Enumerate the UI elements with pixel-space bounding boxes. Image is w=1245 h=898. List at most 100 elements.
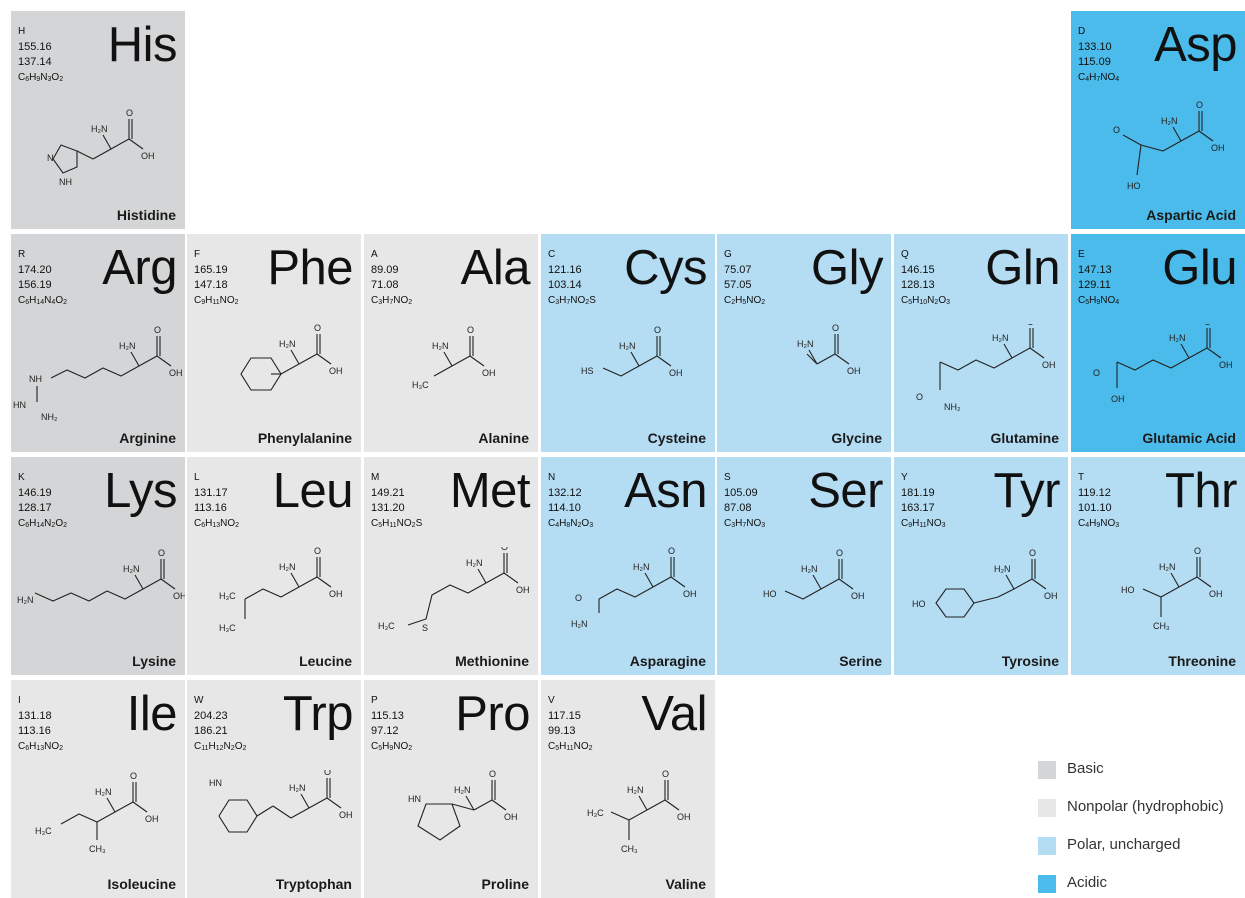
residue-weight: 57.05 <box>724 279 752 291</box>
legend-label: Acidic <box>1067 874 1108 891</box>
molecular-formula: C6H13NO2 <box>18 741 64 752</box>
svg-text:O: O <box>1027 324 1034 327</box>
svg-text:OH: OH <box>339 810 353 820</box>
legend-item-nonpolar: Nonpolar (hydrophobic) <box>1038 796 1245 817</box>
three-letter-abbreviation: Ile <box>126 687 178 741</box>
svg-text:O: O <box>489 770 496 779</box>
svg-text:H₂N: H₂N <box>432 341 449 351</box>
svg-text:O: O <box>314 547 321 556</box>
amino-acid-name: Serine <box>839 653 882 669</box>
svg-text:O: O <box>154 325 161 335</box>
one-letter-code: W <box>194 695 204 706</box>
svg-text:OH: OH <box>677 812 691 822</box>
one-letter-code: T <box>1078 472 1085 483</box>
three-letter-abbreviation: Arg <box>102 241 177 295</box>
svg-text:CH₃: CH₃ <box>1153 621 1170 631</box>
molecular-formula: C3H7NO3 <box>724 518 766 529</box>
svg-text:NH: NH <box>29 374 42 384</box>
molecular-weight: 146.19 <box>18 487 52 499</box>
svg-text:H₂N: H₂N <box>279 562 296 572</box>
amino-acid-name: Threonine <box>1168 653 1236 669</box>
svg-text:H₂N: H₂N <box>466 558 483 568</box>
molecular-weight: 165.19 <box>194 264 228 276</box>
svg-text:OH: OH <box>1042 360 1056 370</box>
svg-text:H₂N: H₂N <box>119 341 136 351</box>
legend-label: Polar, uncharged <box>1067 836 1181 853</box>
svg-text:O: O <box>324 770 331 777</box>
svg-text:H₃C: H₃C <box>587 808 604 818</box>
svg-text:O: O <box>575 593 582 603</box>
one-letter-code: H <box>18 26 26 37</box>
svg-text:OH: OH <box>1111 394 1125 404</box>
svg-text:CH₃: CH₃ <box>89 844 106 854</box>
svg-text:NH₂: NH₂ <box>944 402 961 412</box>
svg-text:H₂N: H₂N <box>91 124 108 134</box>
legend-swatch-nonpolar <box>1038 799 1056 817</box>
svg-text:NH: NH <box>59 177 72 187</box>
legend-swatch-polar <box>1038 837 1056 855</box>
structure-diagram: OOHH₂NONH₂ <box>894 317 1068 428</box>
legend-item-basic: Basic <box>1038 758 1245 779</box>
svg-text:O: O <box>832 324 839 333</box>
svg-text:H₂N: H₂N <box>797 339 814 349</box>
svg-text:H₂N: H₂N <box>17 595 34 605</box>
three-letter-abbreviation: Tyr <box>993 464 1060 518</box>
legend-swatch-acidic <box>1038 875 1056 893</box>
three-letter-abbreviation: Glu <box>1162 241 1237 295</box>
svg-text:OH: OH <box>141 151 155 161</box>
one-letter-code: K <box>18 472 25 483</box>
molecular-formula: C3H7NO2S <box>548 295 596 306</box>
three-letter-abbreviation: Gln <box>985 241 1060 295</box>
svg-text:OH: OH <box>504 812 518 822</box>
one-letter-code: M <box>371 472 380 483</box>
svg-text:H₂N: H₂N <box>994 564 1011 574</box>
molecular-weight: 119.12 <box>1078 487 1111 499</box>
one-letter-code: I <box>18 695 21 706</box>
amino-acid-name: Tyrosine <box>1001 653 1059 669</box>
svg-text:H₂N: H₂N <box>454 785 471 795</box>
svg-text:H₂N: H₂N <box>123 564 140 574</box>
svg-text:OH: OH <box>1044 591 1058 601</box>
residue-weight: 113.16 <box>194 502 227 514</box>
three-letter-abbreviation: Thr <box>1165 464 1238 518</box>
residue-weight: 101.10 <box>1078 502 1112 514</box>
amino-acid-name: Proline <box>481 876 529 892</box>
svg-text:HN: HN <box>408 794 421 804</box>
svg-text:OH: OH <box>169 368 183 378</box>
amino-acid-name: Asparagine <box>629 653 706 669</box>
molecular-formula: C6H14N2O2 <box>18 518 67 529</box>
amino-acid-name: Alanine <box>478 430 529 446</box>
molecular-weight: 131.18 <box>18 710 52 722</box>
svg-text:OH: OH <box>173 591 185 601</box>
svg-text:NH₂: NH₂ <box>41 412 58 422</box>
legend-label: Nonpolar (hydrophobic) <box>1067 798 1224 815</box>
svg-text:H₂N: H₂N <box>571 619 588 629</box>
svg-text:HO: HO <box>912 599 926 609</box>
svg-text:H₃C: H₃C <box>219 591 236 601</box>
residue-weight: 97.12 <box>371 725 399 737</box>
amino-acid-name: Phenylalanine <box>257 430 352 446</box>
one-letter-code: S <box>724 472 731 483</box>
residue-weight: 137.14 <box>18 56 52 68</box>
molecular-formula: C6H9N3O2 <box>18 72 64 83</box>
three-letter-abbreviation: Gly <box>811 241 884 295</box>
svg-text:H₃C: H₃C <box>378 621 395 631</box>
svg-text:HO: HO <box>1121 585 1135 595</box>
svg-text:O: O <box>654 325 661 335</box>
